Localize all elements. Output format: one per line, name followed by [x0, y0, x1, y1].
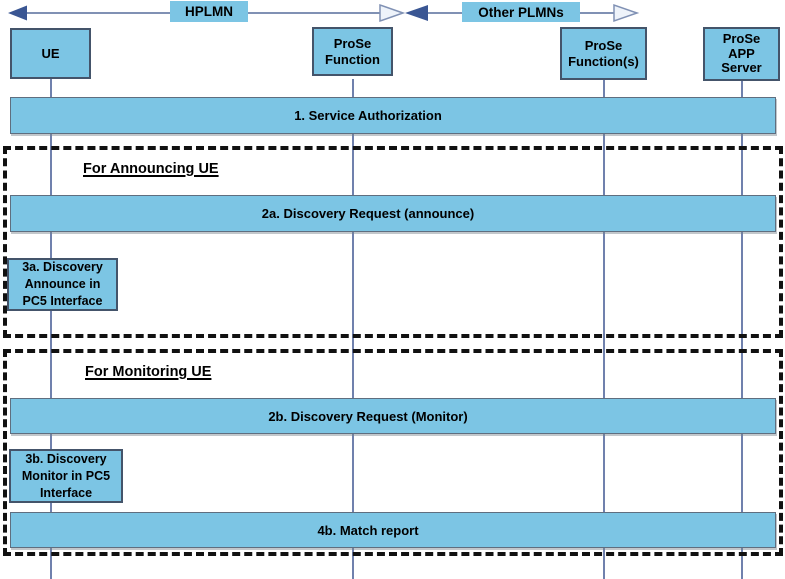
lifeline-prose-function	[352, 79, 354, 579]
lifeline-prose-app-server	[741, 79, 743, 579]
lifeline-ue	[50, 79, 52, 579]
hplmn-scope-label: HPLMN	[170, 1, 248, 22]
plmn-scope-arrows	[8, 3, 640, 23]
pc5-box-discovery-monitor: 3b. Discovery Monitor in PC5 Interface	[9, 449, 123, 503]
entity-box-ue: UE	[10, 28, 91, 79]
other-plmns-left-solid-arrowhead	[405, 5, 428, 21]
lifeline-prose-functions	[603, 79, 605, 579]
message-bar-discovery-request-announce: 2a. Discovery Request (announce)	[10, 195, 776, 232]
other-plmns-scope-label: Other PLMNs	[462, 2, 580, 22]
message-bar-match-report: 4b. Match report	[10, 512, 776, 548]
entity-box-prose-functions: ProSe Function(s)	[560, 27, 647, 80]
hplmn-right-open-arrowhead	[379, 3, 406, 23]
message-bar-discovery-request-monitor: 2b. Discovery Request (Monitor)	[10, 398, 776, 434]
section-label-for-announcing-ue: For Announcing UE	[83, 161, 219, 177]
other-plmns-right-open-arrowhead	[613, 3, 640, 23]
message-bar-service-authorization: 1. Service Authorization	[10, 97, 776, 134]
entity-box-prose-app-server: ProSe APP Server	[703, 27, 780, 81]
section-label-for-monitoring-ue: For Monitoring UE	[85, 364, 212, 380]
pc5-box-discovery-announce: 3a. Discovery Announce in PC5 Interface	[7, 258, 118, 311]
entity-box-prose-function: ProSe Function	[312, 27, 393, 76]
hplmn-left-solid-arrowhead	[8, 5, 27, 21]
